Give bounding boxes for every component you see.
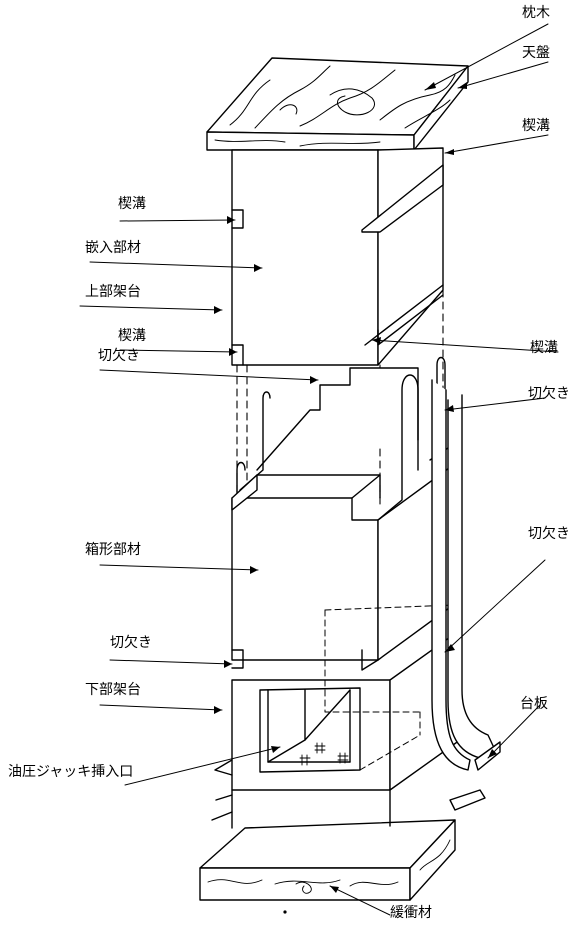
- label-tenban: 天盤: [522, 45, 550, 61]
- bottom-board: [199, 789, 486, 901]
- label-hakogata-buzai: 箱形部材: [85, 542, 141, 558]
- label-kirikaki-left: 切欠き: [110, 635, 152, 651]
- label-kirikaki-top: 切欠き: [98, 348, 140, 364]
- top-board: [206, 57, 469, 151]
- leader-lines: [79, 23, 559, 916]
- label-kusabimizo-top-right: 楔溝: [522, 118, 550, 134]
- lower-frame: [214, 604, 461, 791]
- label-kusabimizo-right-lower: 楔溝: [530, 340, 558, 356]
- upper-frame: [231, 147, 444, 366]
- label-yuatsu-jack: 油圧ジャッキ挿入口: [8, 764, 134, 780]
- label-kusabimizo-left-upper: 楔溝: [118, 196, 146, 212]
- label-kannyu-buzai: 嵌入部材: [85, 240, 141, 256]
- label-jobu-kadai: 上部架台: [85, 284, 141, 300]
- arrow-heads: [214, 82, 497, 893]
- label-kirikaki-right-upper: 切欠き: [528, 386, 570, 402]
- label-kanshozai: 緩衝材: [390, 905, 432, 921]
- label-kusabimizo-left-lower: 楔溝: [118, 328, 146, 344]
- box-member: [231, 356, 461, 671]
- label-daiban: 台板: [520, 696, 548, 712]
- label-kirikaki-right-lower: 切欠き: [528, 526, 570, 542]
- side-plate: [431, 379, 501, 771]
- label-makuragi: 枕木: [522, 5, 550, 21]
- label-kabu-kadai: 下部架台: [85, 682, 141, 698]
